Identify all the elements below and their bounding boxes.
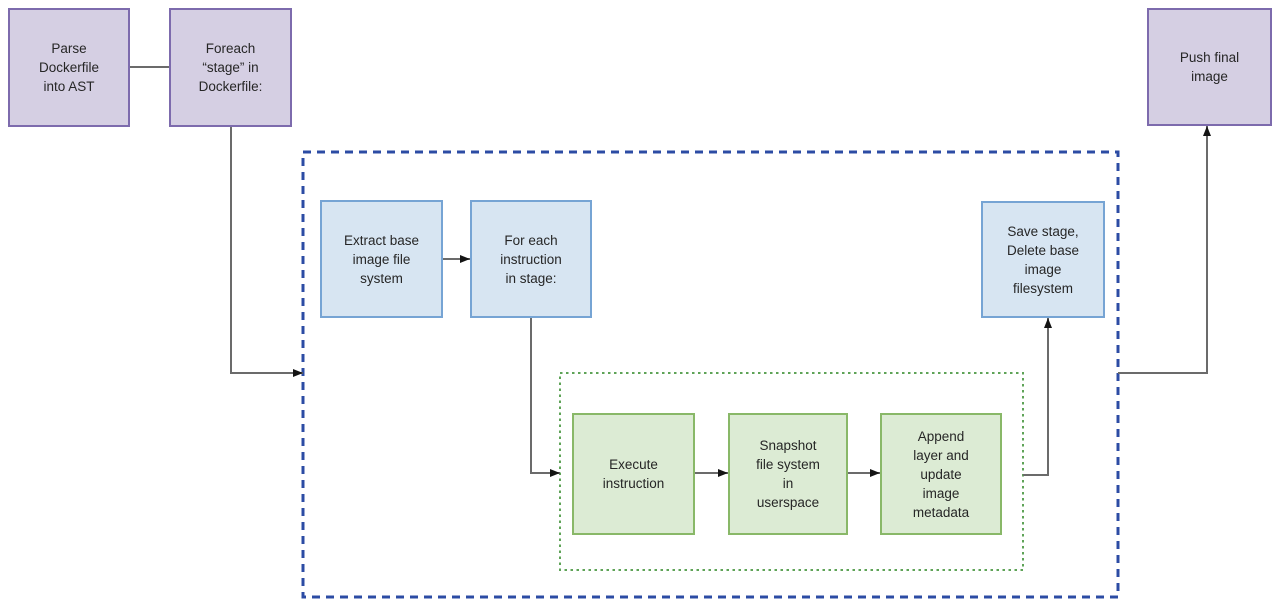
connector-foreach-to-stage-loop [230,127,303,377]
node-append-layer: Append layer and update image metadata [880,413,1002,535]
connector-instruction-loop-to-save-stage [1023,318,1052,476]
node-parse-dockerfile: Parse Dockerfile into AST [8,8,130,127]
node-push-final-image: Push final image [1147,8,1272,126]
node-save-stage: Save stage, Delete base image filesystem [981,201,1105,318]
connector-foreach-instruction-to-instruction-loop [530,318,560,477]
connector-stage-loop-to-push-final [1118,126,1211,374]
stage-loop-container [301,150,1120,599]
node-foreach-instruction: For each instruction in stage: [470,200,592,318]
node-execute-instruction: Execute instruction [572,413,695,535]
node-extract-base-image: Extract base image file system [320,200,443,318]
node-snapshot-filesystem: Snapshot file system in userspace [728,413,848,535]
node-foreach-stage: Foreach “stage” in Dockerfile: [169,8,292,127]
